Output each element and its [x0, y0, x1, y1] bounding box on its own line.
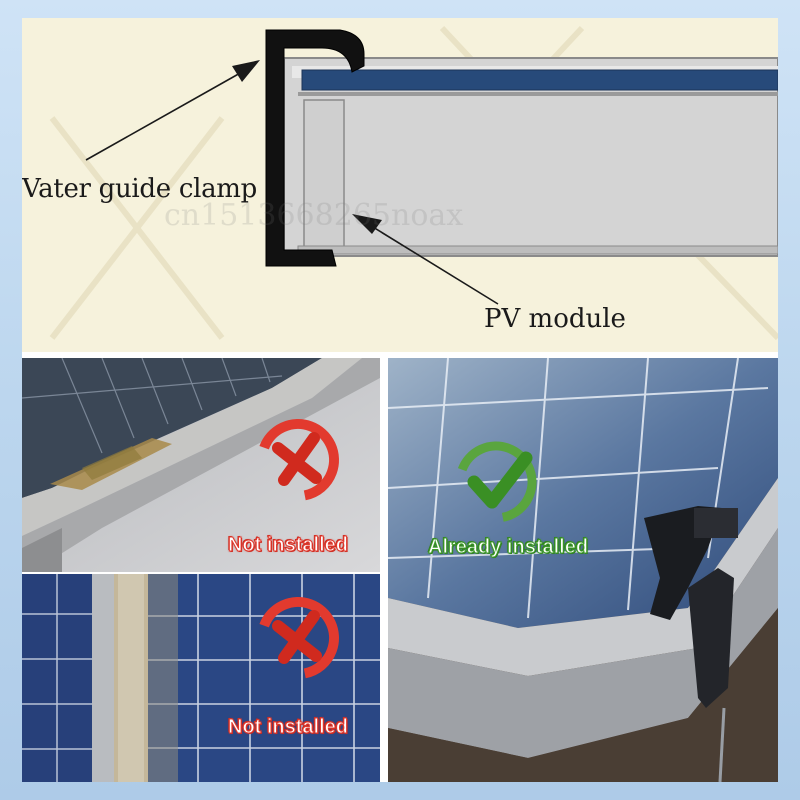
installed-clamp-photo: [388, 358, 778, 782]
diagram-drawing: [49, 25, 778, 341]
pv-module-label: PV module: [484, 304, 626, 334]
dirty-cells-photo: [22, 574, 380, 782]
clamp-label: Vater guide clamp: [22, 174, 257, 204]
dirty-panel-photo: [22, 358, 380, 572]
photo-dirty-edge-bottom: Not installed: [22, 574, 380, 782]
product-image: cn1513668265noax Vater guide clamp PV mo…: [22, 18, 778, 782]
not-installed-label-top: Not installed: [227, 534, 349, 557]
photo-clamp-installed: Already installed: [388, 358, 778, 782]
watermark-text: cn1513668265noax: [164, 198, 464, 233]
clamp-diagram: cn1513668265noax Vater guide clamp PV mo…: [22, 18, 778, 352]
photo-dirty-edge-top: Not installed: [22, 358, 380, 572]
not-installed-label-bottom: Not installed: [227, 716, 349, 739]
already-installed-label: Already installed: [427, 536, 589, 559]
red-cross-icon: [257, 597, 339, 679]
